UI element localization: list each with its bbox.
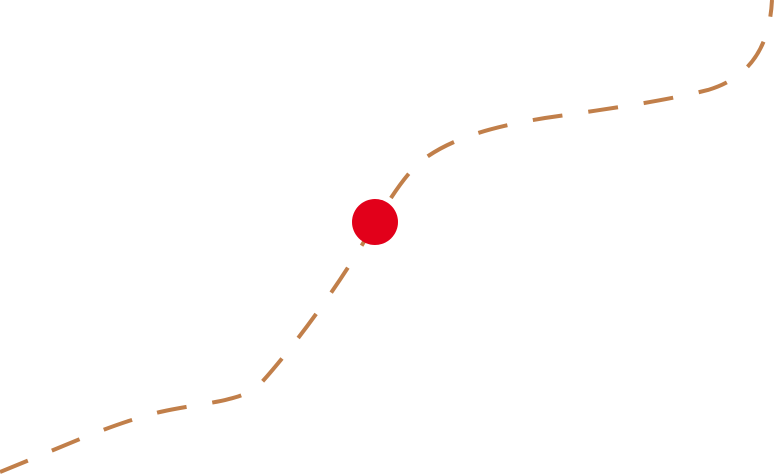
location-dot-icon — [352, 199, 398, 245]
